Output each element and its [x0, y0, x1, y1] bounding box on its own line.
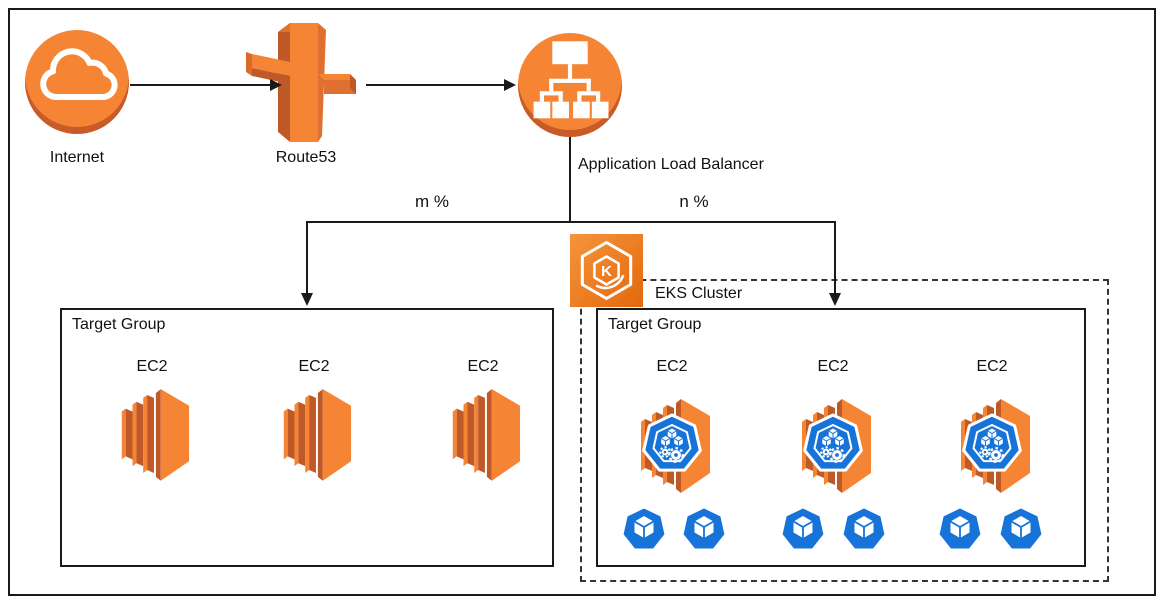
ec2-label: EC2: [976, 358, 1008, 375]
ec2-label: EC2: [298, 358, 330, 375]
internet-label: Internet: [49, 149, 105, 166]
right-target-group-label: Target Group: [608, 316, 702, 333]
kubernetes-node-icon: [639, 411, 705, 479]
kubernetes-pod-icon: [781, 507, 825, 550]
kubernetes-pod-icon: [999, 507, 1043, 550]
traffic-split-n-label: n %: [679, 192, 709, 211]
kubernetes-pod-icon: [682, 507, 726, 550]
ec2-icon: [283, 389, 352, 481]
diagram-outer-border: [8, 8, 1156, 596]
kubernetes-pod-icon: [622, 507, 666, 550]
ec2-icon: [452, 389, 521, 481]
ec2-label: EC2: [817, 358, 849, 375]
left-target-group-label: Target Group: [72, 316, 166, 333]
eks-icon: K: [570, 234, 643, 307]
traffic-split-m-label: m %: [415, 192, 449, 211]
ec2-label: EC2: [467, 358, 499, 375]
ec2-label: EC2: [136, 358, 168, 375]
kubernetes-node-icon: [959, 411, 1025, 479]
eks-cluster-box: [580, 279, 1109, 582]
kubernetes-pod-icon: [842, 507, 886, 550]
route53-label: Route53: [275, 149, 337, 166]
alb-node: [518, 33, 622, 137]
ec2-label: EC2: [656, 358, 688, 375]
cloud-icon: [40, 48, 118, 100]
svg-text:K: K: [601, 263, 612, 280]
kubernetes-node-icon: [800, 411, 866, 479]
eks-cluster-label: EKS Cluster: [655, 285, 743, 302]
alb-label: Application Load Balancer: [578, 156, 764, 173]
kubernetes-pod-icon: [938, 507, 982, 550]
load-balancer-icon: [533, 41, 609, 119]
ec2-icon: [121, 389, 190, 481]
route53-icon: [246, 23, 356, 142]
internet-node: [25, 30, 129, 134]
